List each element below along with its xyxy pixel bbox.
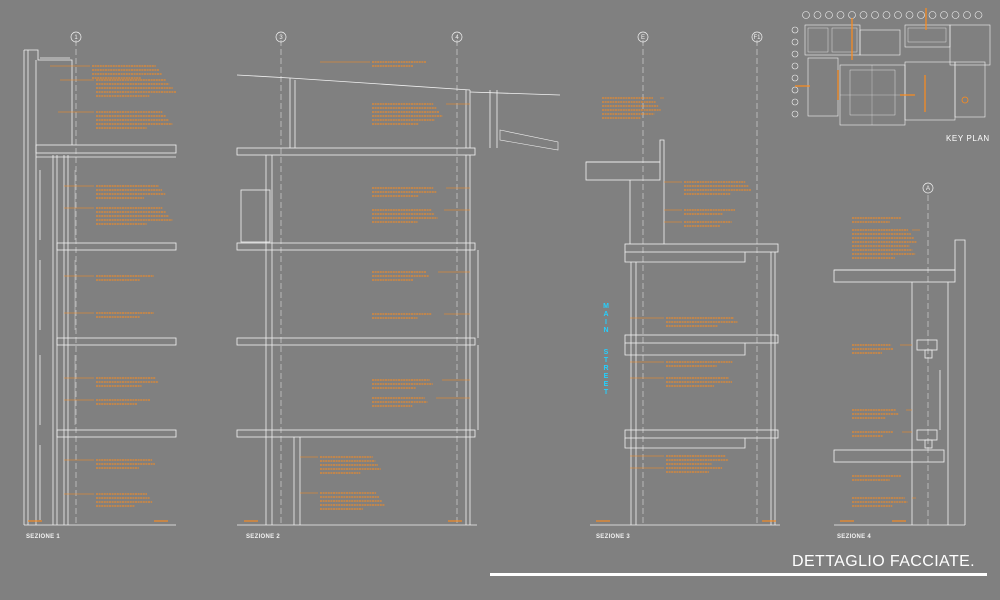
grid-marker-e-label: E [641,35,645,41]
section-1-drawing [23,40,177,526]
key-plan-grid-bubble [791,86,799,94]
key-plan-grid-bubble [940,11,948,19]
grid-marker-a: A [922,182,934,194]
section-4-drawing [833,195,966,526]
grid-marker-4: 4 [451,31,463,43]
grid-marker-f1: F1 [751,31,763,43]
key-plan-grid-bubble [905,11,914,19]
key-plan-label: KEY PLAN [946,134,990,143]
key-plan-grid-bubble [951,11,960,19]
key-plan-grid-bubble [848,11,856,19]
grid-marker-1: 1 [70,31,82,43]
key-plan-grid-bubble [836,11,845,19]
section-label-2: SEZIONE 2 [246,534,281,540]
section-3-drawing [585,40,780,526]
annotation-notes [28,61,920,522]
street-letter: N [603,327,609,334]
street-letter: R [603,365,609,372]
key-plan [791,8,991,126]
section-2-drawing [236,40,561,526]
grid-marker-f1-label: F1 [753,35,761,41]
page-title: DETTAGLIO FACCIATE. [792,553,976,570]
key-plan-grid-bubble [791,38,799,46]
grid-marker-1-label: 1 [74,35,78,41]
section-label-3: SEZIONE 3 [596,534,631,540]
section-label-4: SEZIONE 4 [837,534,872,540]
key-plan-grid-bubble [882,11,891,19]
grid-marker-a-label: A [926,186,930,192]
section-label-1: SEZIONE 1 [26,534,61,540]
key-plan-grid-bubble [813,11,822,19]
grid-markers: 1 3 4 E F1 A [70,31,934,194]
street-letter: E [603,373,609,380]
title-underline [490,573,987,576]
key-plan-grid-bubble [791,98,799,106]
street-letter: T [603,389,609,396]
key-plan-grid-bubbles [791,11,983,118]
grid-marker-3: 3 [275,31,287,43]
key-plan-grid-bubble [791,110,799,118]
grid-marker-e: E [637,31,649,43]
key-plan-grid-bubble [825,11,833,19]
key-plan-grid-bubble [791,74,799,82]
key-plan-grid-bubble [917,11,925,19]
street-letter: I [605,319,607,326]
street-letter: T [603,357,609,364]
street-letter: E [603,381,609,388]
street-letter: M [603,303,609,310]
main-street-label: M A I N S T R E E T [602,303,610,397]
key-plan-grid-bubble [974,11,983,19]
street-gap [602,335,610,349]
grid-marker-4-label: 4 [455,35,459,41]
key-plan-grid-bubble [791,50,799,58]
key-plan-grid-bubble [928,11,937,19]
key-plan-grid-bubble [859,11,868,19]
key-plan-grid-bubble [963,11,971,19]
key-plan-grid-bubble [802,11,810,19]
street-letter: A [603,311,609,318]
street-letter: S [603,349,609,356]
key-plan-grid-bubble [791,62,799,70]
key-plan-grid-bubble [871,11,879,19]
key-plan-grid-bubble [791,26,799,34]
grid-marker-3-label: 3 [279,35,283,41]
key-plan-grid-bubble [894,11,902,19]
